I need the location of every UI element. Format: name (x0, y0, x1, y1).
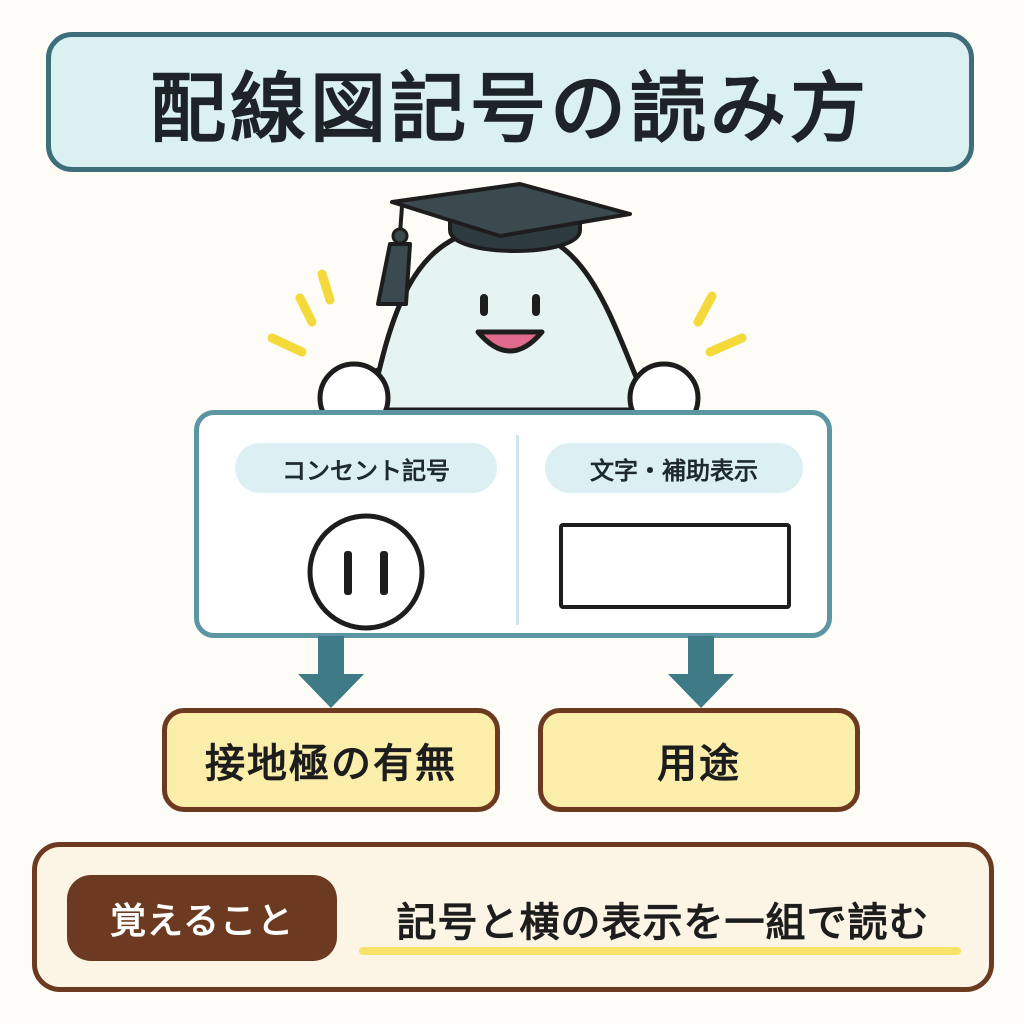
memo-text: 記号と横の表示を一組で読む (396, 900, 930, 946)
outlet-symbol-label: コンセント記号 (235, 443, 497, 493)
memo-box: 覚えること 記号と横の表示を一組で読む (32, 842, 994, 992)
arrow-down-icon (668, 636, 734, 708)
panel-divider (516, 435, 519, 625)
outlet-symbol-icon (307, 513, 425, 631)
sparkle-right-icon (693, 291, 747, 357)
graduate-ghost-mascot-icon (267, 182, 747, 435)
symbol-panel: コンセント記号 文字・補助表示 (194, 410, 832, 638)
sparkle-left-icon (267, 269, 335, 357)
arrow-down-icon (298, 636, 364, 708)
auxiliary-label: 文字・補助表示 (545, 443, 803, 493)
graduation-cap-icon (376, 182, 632, 306)
title-banner: 配線図記号の読み方 (46, 32, 974, 172)
result-grounding: 接地極の有無 (162, 708, 500, 812)
page-title: 配線図記号の読み方 (150, 64, 870, 153)
memo-highlight (359, 947, 961, 955)
result-usage: 用途 (538, 708, 860, 812)
text-box-symbol-icon (559, 523, 791, 609)
memo-label: 覚えること (67, 875, 337, 961)
